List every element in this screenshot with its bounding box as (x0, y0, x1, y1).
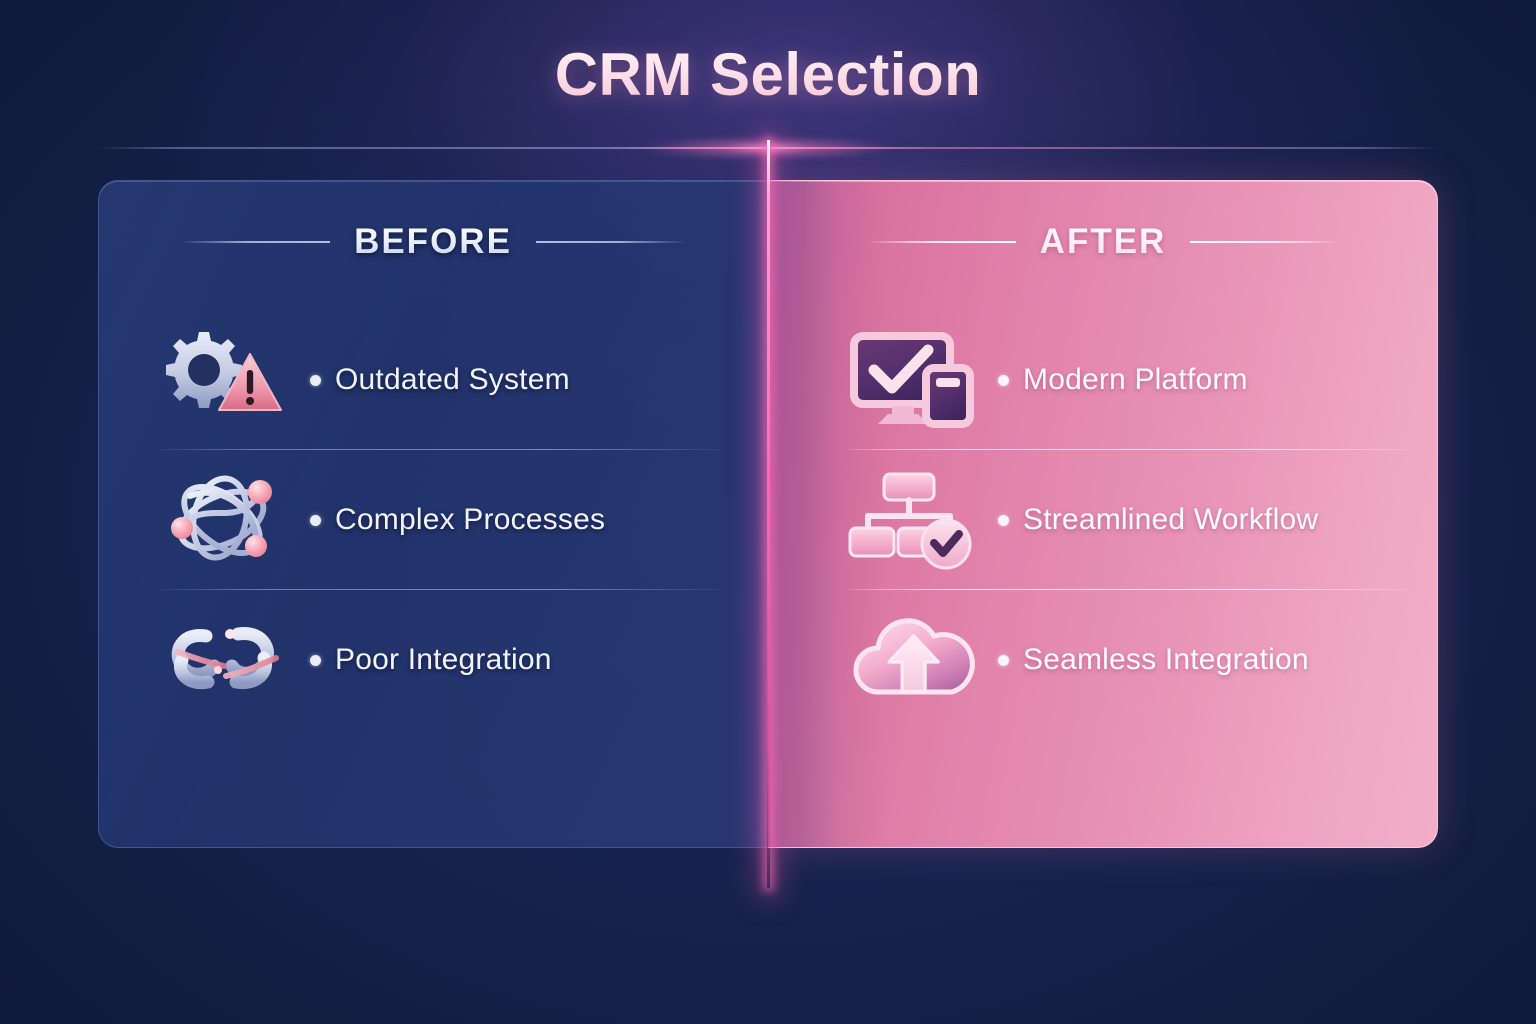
bullet-dot (998, 514, 1009, 526)
list-item-label: Modern Platform (1023, 363, 1248, 396)
list-item-label: Poor Integration (335, 643, 552, 676)
after-heading: AFTER (1039, 222, 1167, 261)
tangled-network-icon (160, 466, 310, 574)
page-title: CRM Selection (0, 40, 1536, 109)
after-header-line-right (1190, 241, 1341, 243)
before-section-header: BEFORE (98, 212, 768, 272)
before-heading: BEFORE (354, 222, 512, 261)
broken-chain-icon (160, 606, 310, 714)
list-item: Modern Platform (848, 310, 1408, 450)
list-item-label: Streamlined Workflow (1023, 503, 1319, 536)
list-item: Outdated System (160, 310, 720, 450)
row-separator (160, 589, 720, 590)
cloud-upload-icon (848, 606, 998, 714)
list-item: Seamless Integration (848, 590, 1408, 730)
after-header-line-left (865, 241, 1016, 243)
center-divider (767, 140, 770, 888)
list-item: Streamlined Workflow (848, 450, 1408, 590)
list-item-label: Outdated System (335, 363, 570, 396)
list-item-label: Seamless Integration (1023, 643, 1309, 676)
bullet-dot (998, 654, 1009, 666)
bullet-dot (310, 374, 321, 386)
flowchart-check-icon (848, 466, 998, 574)
gear-warning-icon (160, 326, 310, 434)
list-item: Complex Processes (160, 450, 720, 590)
row-separator (848, 589, 1408, 590)
row-separator (848, 449, 1408, 450)
row-separator (160, 449, 720, 450)
bullet-dot (310, 514, 321, 526)
before-list: Outdated System (160, 310, 720, 730)
before-header-line-left (180, 241, 331, 243)
after-section-header: AFTER (768, 212, 1438, 272)
list-item: Poor Integration (160, 590, 720, 730)
bullet-dot (310, 654, 321, 666)
bullet-dot (998, 374, 1009, 386)
after-list: Modern Platform (848, 310, 1408, 730)
list-item-label: Complex Processes (335, 503, 606, 536)
monitor-check-icon (848, 326, 998, 434)
before-header-line-right (535, 241, 686, 243)
